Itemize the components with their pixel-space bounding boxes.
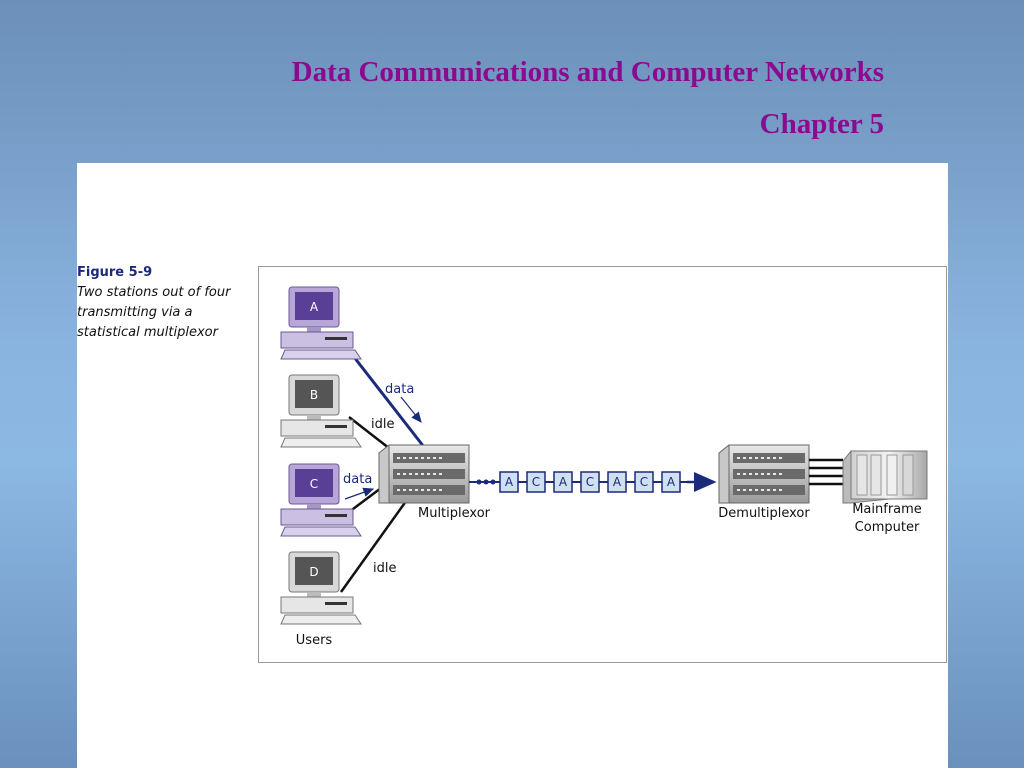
link-d: [339, 496, 411, 593]
mainframe-label-line1: Mainframe: [852, 502, 922, 517]
station-letter: A: [310, 300, 319, 314]
station-b: B: [280, 374, 362, 448]
link-label-c: data: [343, 472, 372, 487]
multiplexor-diagram: data idle data idle A B: [280, 286, 928, 648]
station-letter: D: [309, 565, 318, 579]
stream-packet-label: A: [613, 475, 622, 489]
stream-packet-label: A: [505, 475, 514, 489]
slide-subtitle: Chapter 5: [759, 108, 884, 140]
diagram-frame: data idle data idle A B: [258, 266, 947, 663]
station-letter: C: [310, 477, 318, 491]
stream-packet: [499, 471, 519, 493]
figure-number: Figure 5-9: [77, 265, 153, 280]
station-letter: B: [310, 388, 318, 402]
data-arrow-a: [400, 396, 422, 423]
demultiplexor-device: [718, 444, 810, 504]
figure-description: Two stations out of four transmitting vi…: [77, 285, 231, 340]
station-c: C: [280, 463, 362, 537]
stream-packet: [661, 471, 681, 493]
stream-packet-label: C: [586, 475, 594, 489]
link-label-b: idle: [371, 417, 394, 432]
stream-packet: [553, 471, 573, 493]
multiplexor-label: Multiplexor: [418, 506, 491, 521]
link-b: [348, 416, 395, 453]
data-arrow-c: [344, 487, 375, 500]
output-lines: [809, 458, 843, 486]
station-d: D: [280, 551, 362, 625]
users-label: Users: [296, 633, 333, 648]
multiplexor-device: [378, 444, 470, 504]
stream-packet-label: A: [559, 475, 568, 489]
stream-packet: [634, 471, 654, 493]
stream-packet-label: C: [640, 475, 648, 489]
link-a: [352, 356, 426, 448]
stream-packet: [580, 471, 600, 493]
stream-packet: [607, 471, 627, 493]
figure-caption: Figure 5-9 Two stations out of four tran…: [77, 263, 257, 343]
content-panel: Figure 5-9 Two stations out of four tran…: [77, 163, 948, 768]
link-label-d: idle: [373, 561, 396, 576]
mainframe-computer: [842, 450, 928, 504]
station-a: A: [280, 286, 362, 360]
link-label-a: data: [385, 382, 414, 397]
stream-packet-label: C: [532, 475, 540, 489]
stream-packet: [526, 471, 546, 493]
mainframe-label-line2: Computer: [855, 520, 920, 535]
demultiplexor-label: Demultiplexor: [718, 506, 810, 521]
stream-packet-label: A: [667, 475, 676, 489]
slide-title: Data Communications and Computer Network…: [291, 56, 884, 88]
